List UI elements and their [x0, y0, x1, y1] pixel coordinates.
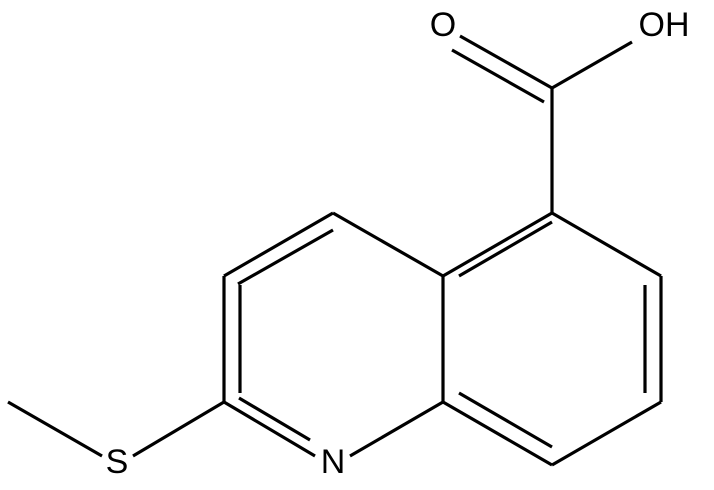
bond-methyl-s [7, 400, 103, 458]
bond-c8-c8a [442, 400, 553, 467]
atom-label-sulfur: S [106, 443, 129, 481]
bond-c3-c4-inner [237, 228, 334, 286]
atom-label-nitrogen: N [321, 443, 346, 481]
bond-carbonyl-outer [459, 34, 553, 90]
bond-c8-c8a-inner [458, 391, 553, 449]
atom-label-hydroxyl: OH [639, 6, 690, 44]
bond-c7-c8 [551, 400, 662, 467]
atom-label-carbonyl-oxygen: O [430, 6, 456, 44]
bond-c4a-c5-inner [458, 220, 553, 278]
bond-c4a-c5 [442, 211, 553, 278]
bond-c3-c4 [223, 211, 334, 278]
bond-carboxyl-oh [551, 40, 633, 90]
bond-c4-c4a [332, 211, 444, 278]
bond-s-c2 [132, 400, 225, 458]
bond-n-c2-inner [238, 396, 311, 442]
bond-c8a-n [349, 400, 444, 458]
bond-n-c2 [223, 400, 316, 458]
bond-carbonyl-inner [451, 48, 545, 104]
bond-c5-c6 [551, 211, 662, 278]
